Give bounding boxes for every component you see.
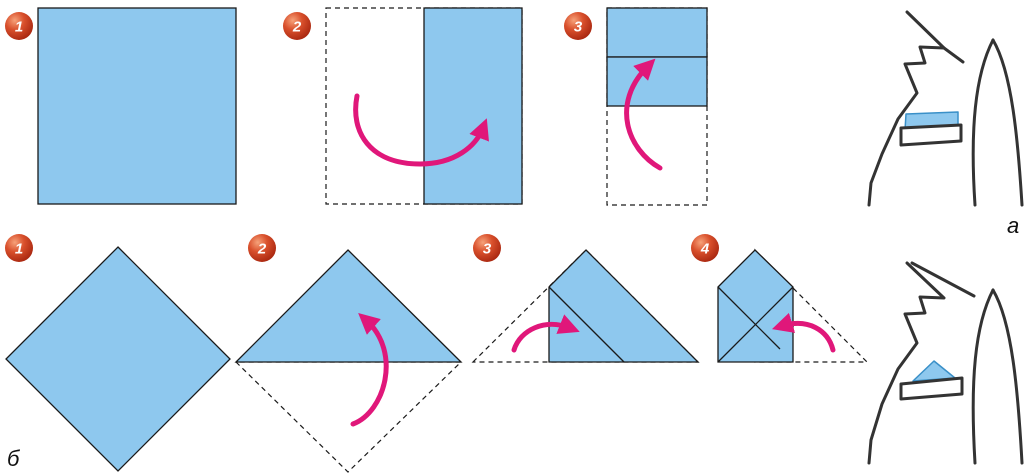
- step-number: 3: [483, 241, 492, 258]
- step-number: 2: [292, 19, 302, 36]
- cloth-body: [548, 249, 700, 363]
- cloth-body: [717, 249, 794, 363]
- fold-arrow: [771, 312, 836, 353]
- row-a: 1 2 3: [5, 7, 1024, 238]
- step-b1: 1: [5, 234, 231, 472]
- step-badge: 1: [5, 234, 33, 262]
- cloth-top-layer: [606, 7, 708, 58]
- sleeve-inner: [971, 288, 995, 465]
- sleeve-outer: [991, 38, 1024, 207]
- step-a2: 2: [283, 7, 523, 205]
- fold-outline-dashed: [234, 361, 463, 473]
- breast-pocket: [899, 123, 963, 147]
- step-badge: 1: [5, 12, 33, 40]
- jacket-illustration-b: [867, 261, 1024, 465]
- lapel-edge: [942, 46, 965, 64]
- step-badge: 3: [564, 12, 592, 40]
- badge-circle: [5, 234, 33, 262]
- lapel-edge: [910, 261, 976, 298]
- cloth-folded-layer: [606, 56, 708, 107]
- row-b: 1 2 3: [5, 234, 1024, 473]
- step-badge: 4: [691, 234, 719, 262]
- step-number: 2: [257, 241, 267, 258]
- row-label-a: а: [1007, 213, 1019, 238]
- badge-circle: [248, 234, 276, 262]
- sleeve-outer: [991, 288, 1024, 465]
- fold-arrow: [624, 58, 663, 171]
- badge-circle: [5, 12, 33, 40]
- step-a3: 3: [564, 7, 708, 206]
- fold-arrow: [350, 313, 389, 427]
- step-badge: 3: [473, 234, 501, 262]
- step-number: 3: [574, 19, 583, 36]
- step-number: 1: [15, 19, 23, 36]
- fold-crease: [717, 286, 794, 363]
- cloth-square: [37, 7, 237, 205]
- row-label-b: б: [7, 446, 21, 471]
- step-b2: 2: [234, 234, 463, 473]
- badge-circle: [691, 234, 719, 262]
- jacket-illustration-a: [867, 10, 1024, 207]
- step-b3: 3: [471, 234, 700, 363]
- fold-crease: [548, 286, 625, 363]
- badge-circle: [564, 12, 592, 40]
- cloth-diamond: [5, 246, 231, 472]
- lapel-line: [867, 10, 946, 207]
- step-number: 1: [15, 241, 23, 258]
- step-number: 4: [700, 241, 710, 258]
- badge-circle: [283, 12, 311, 40]
- breast-pocket: [899, 376, 964, 401]
- cloth-half: [423, 7, 523, 205]
- fold-arrow: [353, 93, 489, 167]
- step-badge: 2: [248, 234, 276, 262]
- fold-arrow: [511, 314, 580, 353]
- sleeve-inner: [971, 38, 995, 207]
- cloth-triangle: [234, 249, 463, 363]
- lapel-line: [867, 261, 946, 465]
- step-badge: 2: [283, 12, 311, 40]
- fold-crease: [717, 286, 781, 350]
- step-b4: 4: [691, 234, 869, 363]
- step-a1: 1: [5, 7, 237, 205]
- badge-circle: [473, 234, 501, 262]
